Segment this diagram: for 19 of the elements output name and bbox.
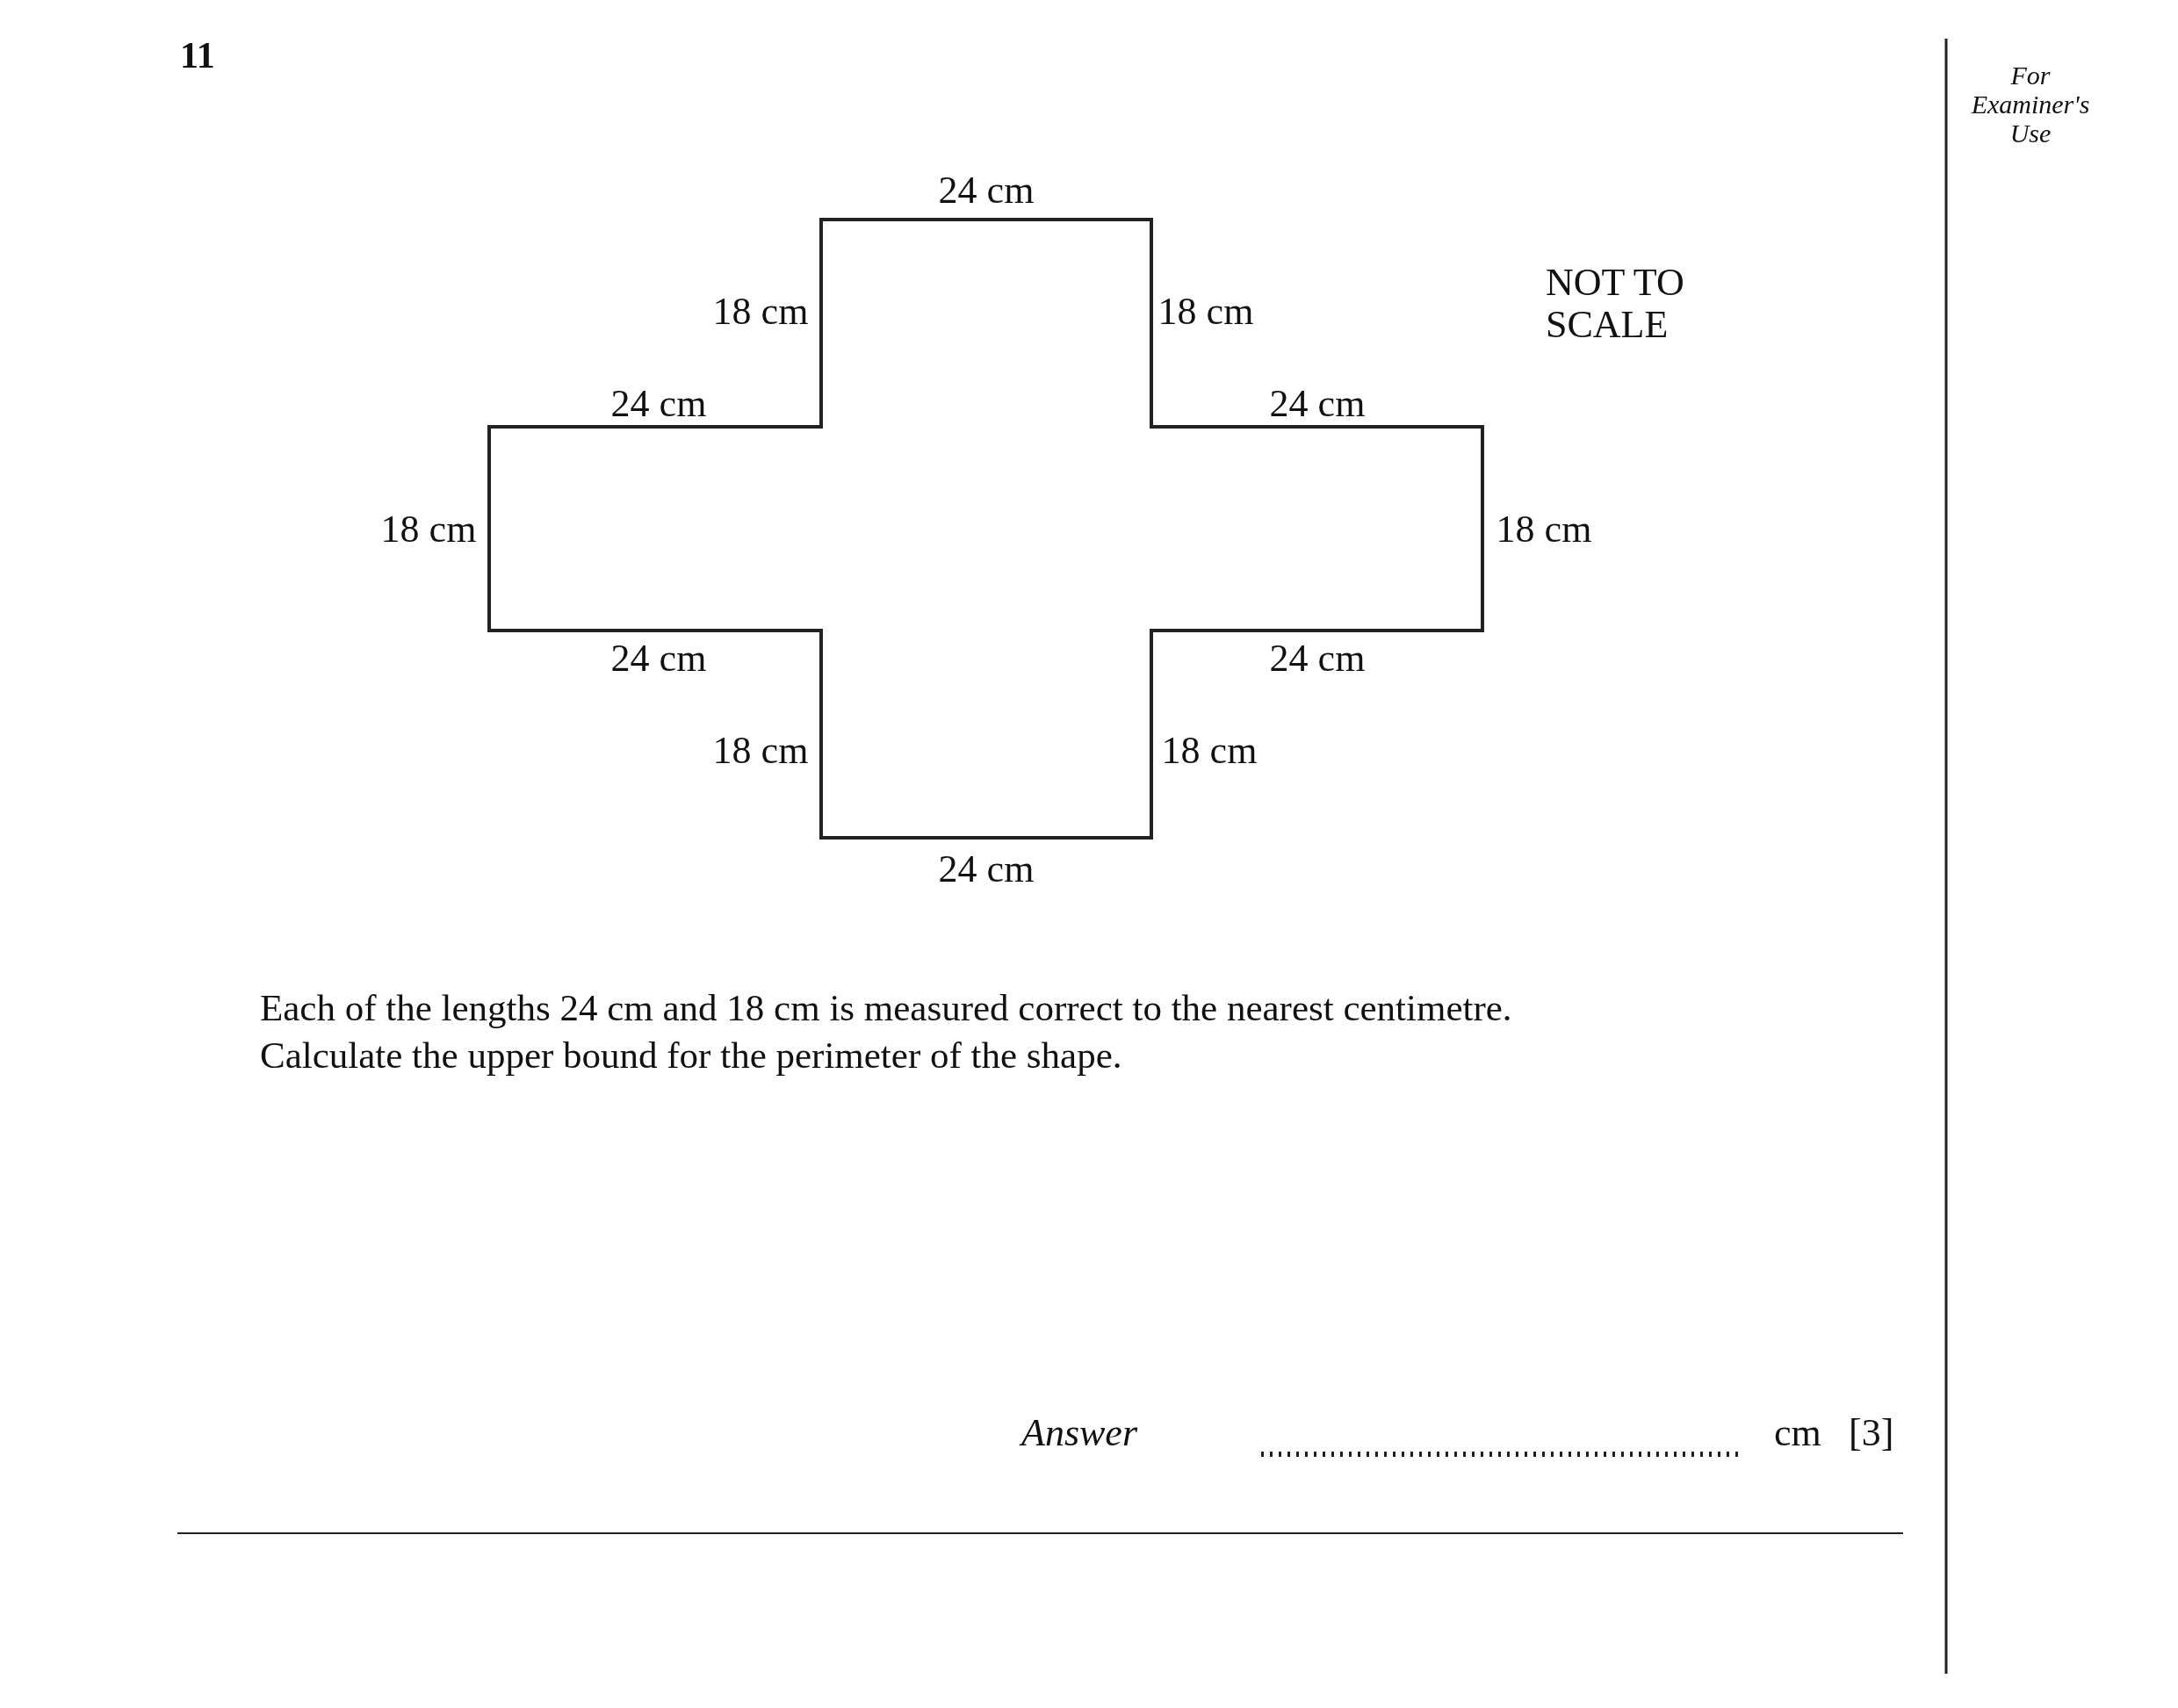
unit-label: cm — [1774, 1412, 1821, 1455]
examiner-use-note: For Examiner's Use — [1970, 60, 2091, 148]
marks-label: [3] — [1849, 1412, 1894, 1455]
scale-note: NOT TO SCALE — [1546, 262, 1685, 347]
dimension-label: 18 cm — [1161, 729, 1258, 773]
dimension-label: 24 cm — [610, 382, 707, 426]
question-number: 11 — [180, 35, 215, 76]
dimension-label: 18 cm — [712, 729, 809, 773]
dimension-label: 24 cm — [1269, 637, 1366, 681]
dimension-label: 24 cm — [610, 637, 707, 681]
dimension-label: 18 cm — [1496, 508, 1592, 551]
dimension-label: 24 cm — [938, 847, 1035, 891]
dimension-label: 18 cm — [712, 290, 809, 334]
dimension-label: 18 cm — [1158, 290, 1254, 334]
question-text: Each of the lengths 24 cm and 18 cm is measured correct to the nearest centimetre. — [260, 987, 1512, 1029]
dimension-label: 18 cm — [380, 508, 477, 551]
dimension-label: 24 cm — [1269, 382, 1366, 426]
dimension-label: 24 cm — [938, 169, 1035, 213]
question-text: Calculate the upper bound for the perimeter of the shape. — [260, 1034, 1122, 1077]
